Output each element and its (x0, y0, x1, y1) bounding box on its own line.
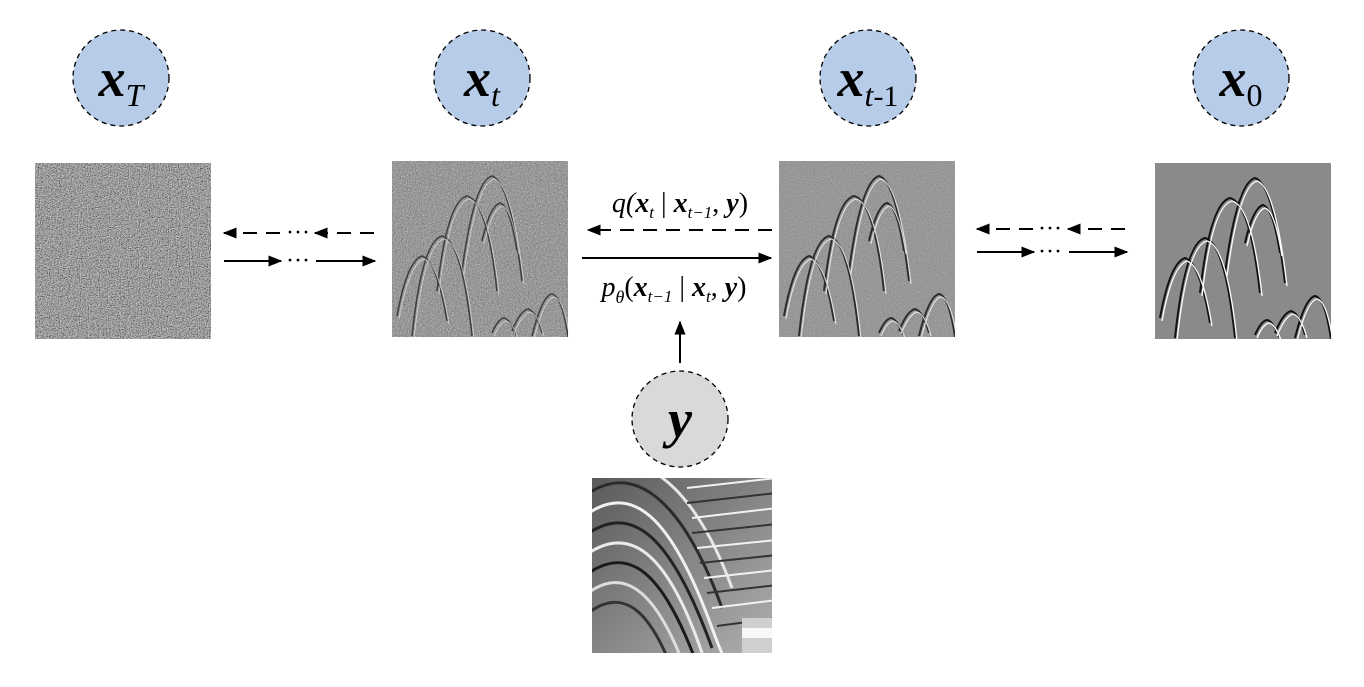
rp-comma: , (711, 272, 725, 303)
node-x-t-1-sub: t (865, 77, 875, 113)
ellipsis-left-bottom: ··· (286, 248, 310, 274)
image-y (592, 478, 772, 653)
rp-a: x (633, 272, 648, 303)
svg-text:xt-1: xt-1 (837, 48, 899, 113)
rp-bar: | (672, 272, 692, 303)
node-x-0: x0 (1192, 29, 1290, 127)
rp-close: ) (737, 272, 746, 303)
image-x-0 (1155, 163, 1333, 342)
node-x-t-var: x (463, 48, 491, 108)
rp-fn: p (600, 272, 616, 303)
rp-b: x (691, 272, 706, 303)
fp-b: x (673, 188, 688, 219)
arrows-left: ··· ··· (222, 220, 377, 274)
svg-text:xT: xT (98, 48, 146, 113)
ellipsis-right-top: ··· (1038, 216, 1062, 242)
rp-open: ( (624, 272, 633, 303)
node-x-t-1: xt-1 (819, 29, 917, 127)
node-x-t: xt (433, 29, 531, 127)
rp-fn-sub: θ (616, 287, 625, 307)
image-x-T (35, 163, 211, 339)
node-x-T: xT (72, 29, 170, 127)
rp-a-sub: t−1 (648, 287, 673, 306)
fp-close: ) (739, 188, 748, 219)
rp-b-sub: t (706, 287, 712, 306)
node-x-T-sub: T (126, 77, 146, 113)
fp-a-sub: t (649, 203, 655, 222)
node-x-0-sub: 0 (1247, 77, 1263, 113)
ellipsis-left-top: ··· (286, 220, 310, 246)
arrows-right: ··· ··· (975, 216, 1129, 265)
fp-a: x (634, 188, 649, 219)
forward-process-label: q(xt | xt−1, y) (612, 188, 748, 222)
node-y: y (631, 370, 729, 468)
node-x-t-1-sub2: -1 (873, 80, 898, 113)
fp-comma: , (712, 188, 726, 219)
rp-c: y (722, 272, 738, 303)
reverse-process-label: pθ(xt−1 | xt, y) (600, 272, 747, 307)
image-x-t (392, 161, 570, 340)
node-x-T-var: x (98, 48, 126, 108)
fp-bar: | (654, 188, 674, 219)
svg-text:x0: x0 (1219, 48, 1263, 113)
node-x-t-1-var: x (837, 48, 865, 108)
ellipsis-right-bottom: ··· (1038, 239, 1062, 265)
central-arrows (582, 224, 773, 363)
fp-fn: q( (612, 188, 637, 219)
node-y-var: y (662, 389, 693, 449)
svg-text:xt: xt (463, 48, 501, 113)
image-x-t-1 (779, 161, 957, 340)
fp-c: y (723, 188, 739, 219)
node-x-0-var: x (1219, 48, 1247, 108)
node-x-t-sub: t (491, 77, 501, 113)
fp-b-sub: t−1 (688, 203, 713, 222)
